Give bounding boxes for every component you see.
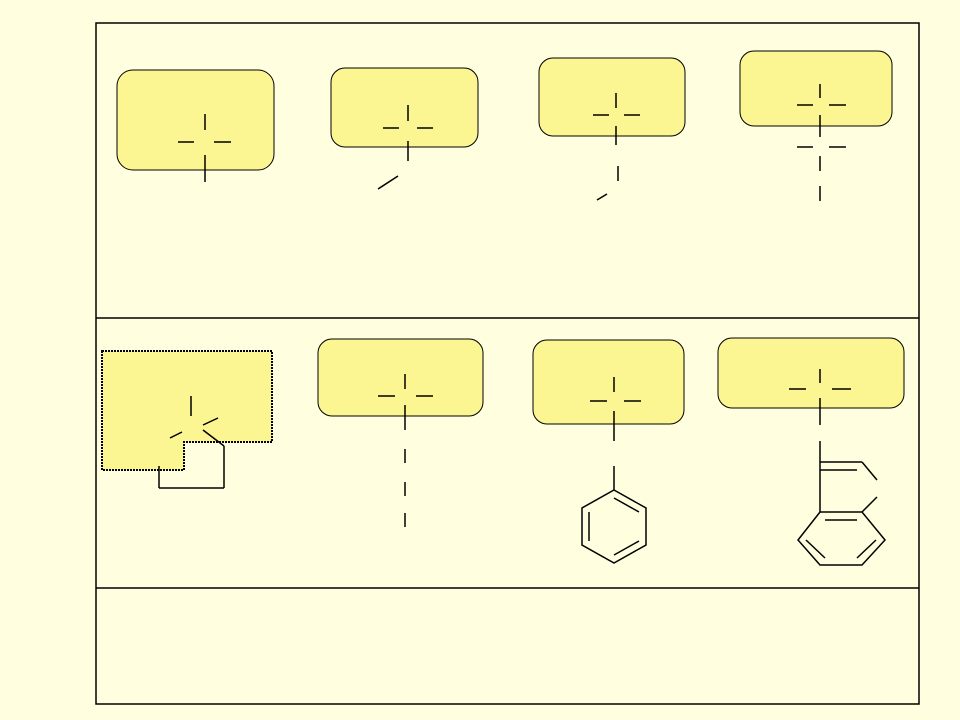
structure-ethyl [330, 67, 479, 190]
benzene-ring [581, 489, 647, 564]
bond-lines [158, 396, 225, 489]
highlight-box [739, 50, 893, 127]
highlight-box [538, 57, 686, 137]
highlight-box [717, 337, 905, 409]
table-border [95, 22, 920, 705]
structure-propyl [538, 57, 686, 201]
table-frame [95, 22, 920, 705]
bond-lines [797, 84, 846, 201]
structure-methyl [116, 69, 275, 182]
structure-cyclopentyl [101, 350, 273, 489]
highlight-box [532, 339, 685, 425]
naphthalene-ring [797, 511, 886, 566]
highlight-box [317, 338, 484, 417]
bond-lines [593, 93, 640, 201]
bond-lines [377, 105, 433, 190]
structure-naphthyl [717, 337, 905, 566]
highlight-box [116, 69, 275, 171]
bond-lines [789, 369, 878, 513]
highlight-box [330, 67, 479, 148]
structure-butyl [317, 338, 484, 527]
bond-lines [178, 114, 231, 182]
bond-lines [378, 374, 433, 527]
bond-lines [590, 377, 641, 490]
structure-branched [739, 50, 893, 201]
highlight-box-selected[interactable] [101, 350, 273, 471]
structure-phenyl [532, 339, 685, 564]
